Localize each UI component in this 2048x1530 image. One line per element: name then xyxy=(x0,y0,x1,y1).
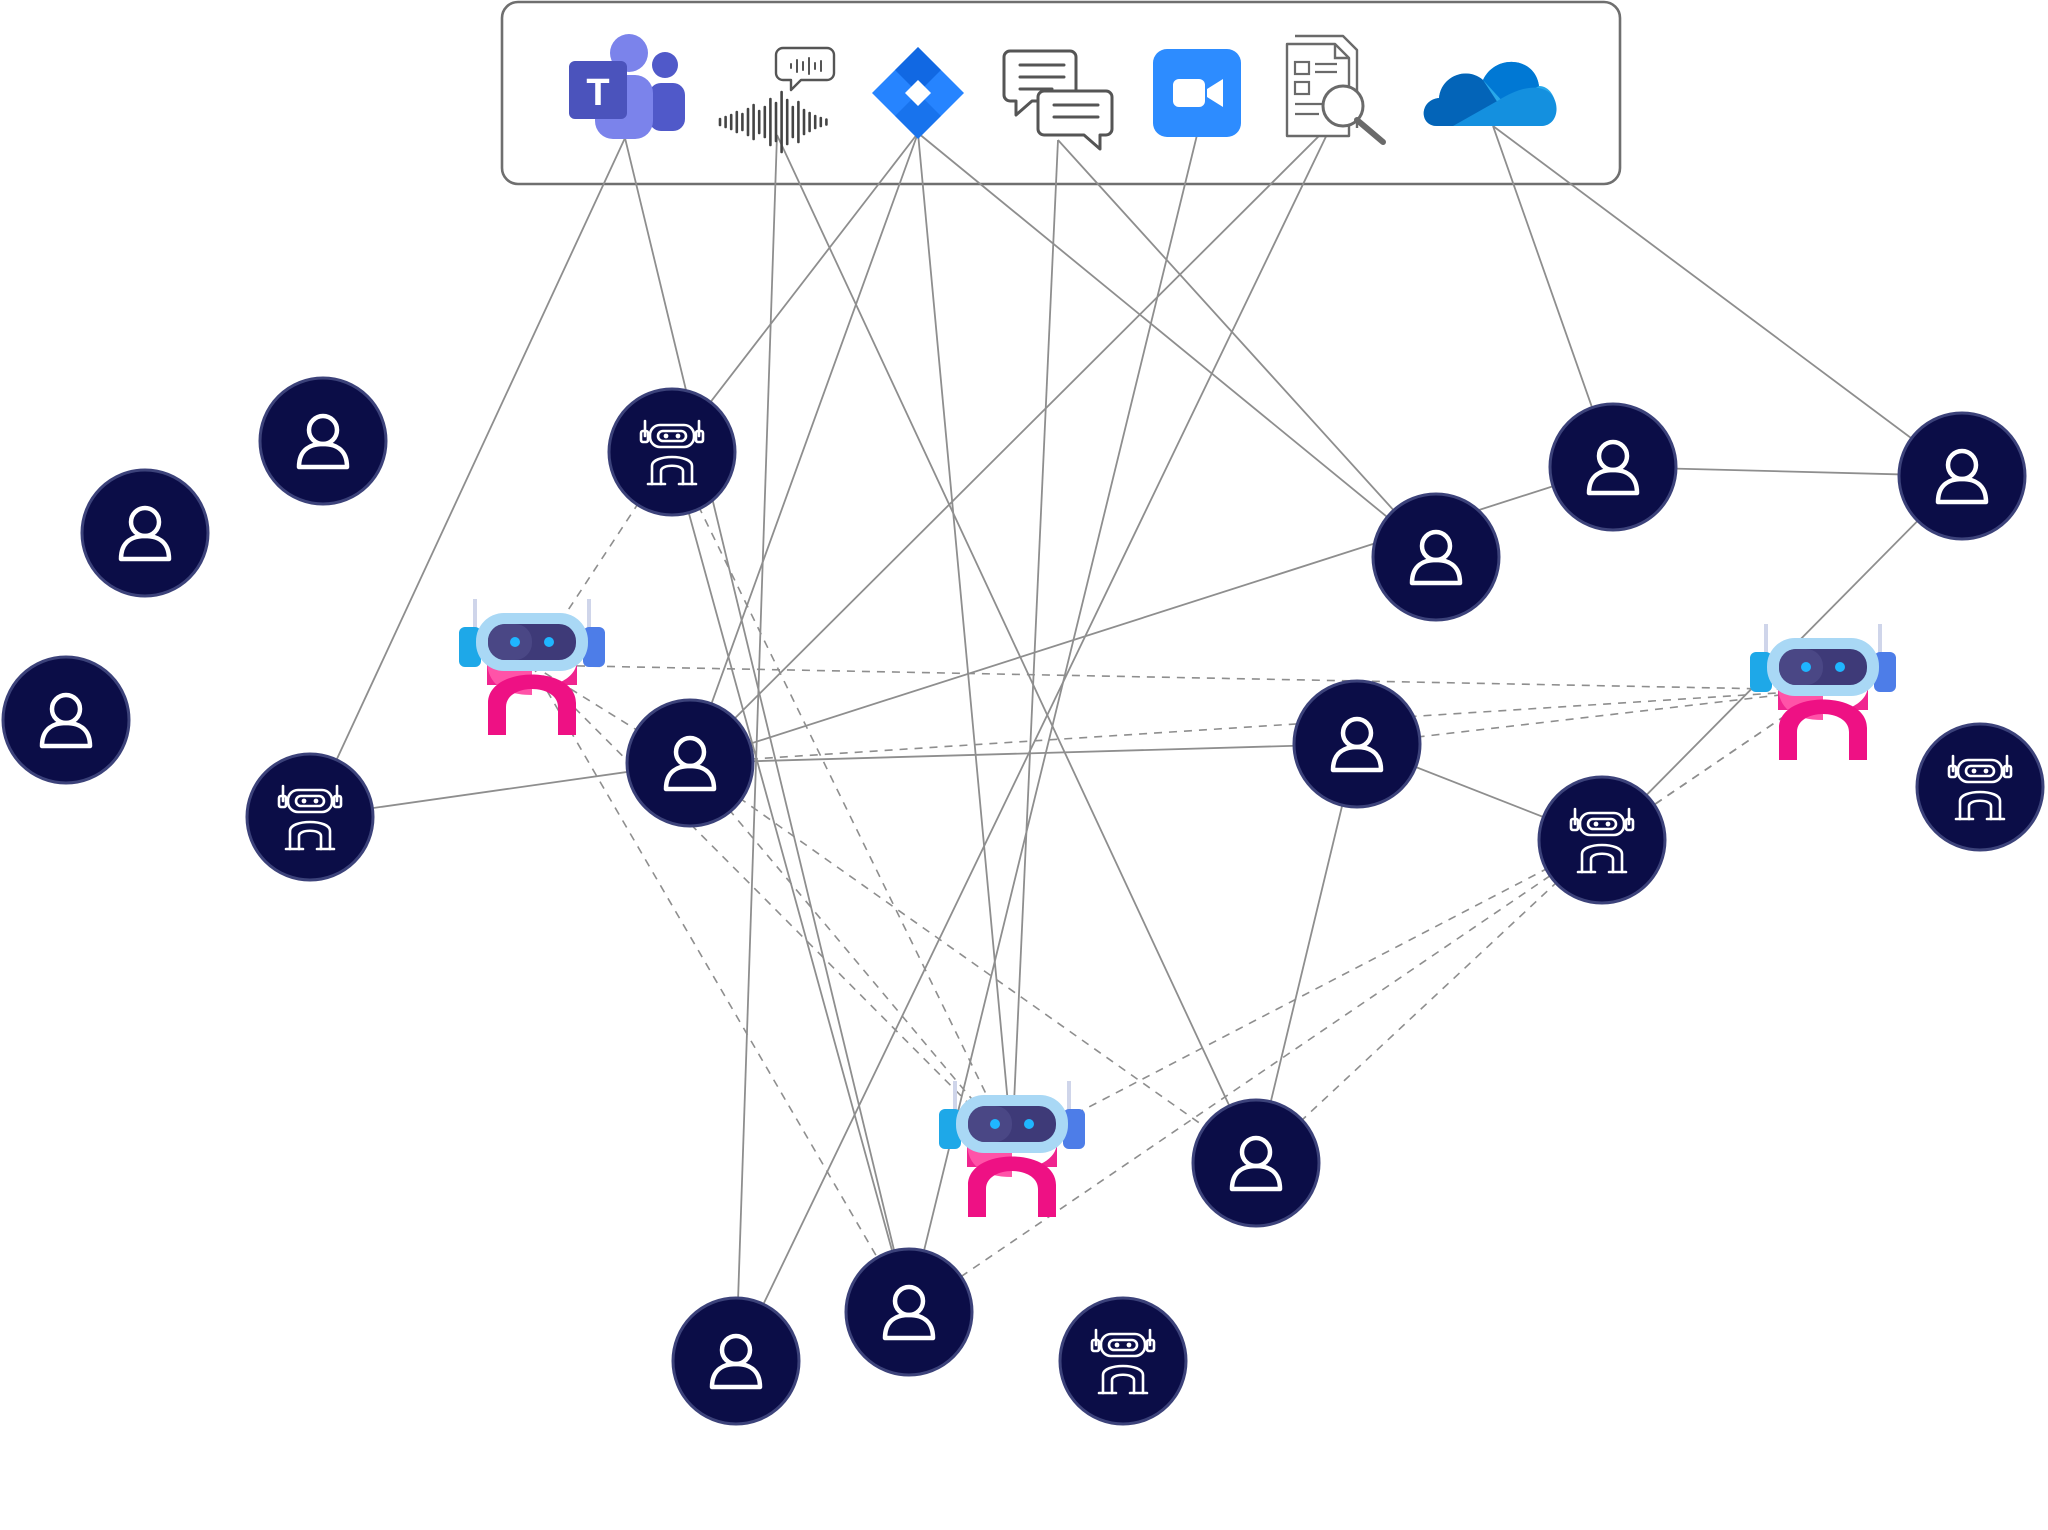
agent-link-u4-u12 xyxy=(689,762,1257,1164)
bot-node-b2[interactable] xyxy=(245,752,375,882)
agent-link-u8-a2 xyxy=(1356,689,1824,745)
chat-messages-icon[interactable] xyxy=(1002,49,1114,151)
user-node-u10[interactable] xyxy=(671,1296,801,1426)
user-node-u4[interactable] xyxy=(625,698,755,828)
user-node-u1[interactable] xyxy=(258,376,388,506)
user-node-u2[interactable] xyxy=(80,468,210,598)
node-disc xyxy=(625,698,755,828)
agent-link-b4-a3 xyxy=(1011,839,1603,1148)
bot-node-b3[interactable] xyxy=(1915,722,2045,852)
node-disc xyxy=(245,752,375,882)
node-disc xyxy=(671,1296,801,1426)
connection-docsearch-u10 xyxy=(735,121,1334,1362)
waveform-bars xyxy=(718,90,828,154)
agent-link-u4-a2 xyxy=(689,689,1824,764)
node-disc xyxy=(258,376,388,506)
user-node-u8[interactable] xyxy=(1292,679,1422,809)
microsoft-teams-icon[interactable]: T xyxy=(569,34,685,139)
ai-agent-icon-a2[interactable] xyxy=(1750,624,1896,760)
connection-jira-b1 xyxy=(671,132,919,453)
document-search-icon[interactable] xyxy=(1285,34,1386,145)
node-disc xyxy=(1,655,131,785)
connection-docsearch-u4 xyxy=(689,121,1334,764)
zoom-icon[interactable] xyxy=(1153,49,1241,137)
bot-node-b4[interactable] xyxy=(1537,775,1667,905)
user-node-u9[interactable] xyxy=(1191,1098,1321,1228)
connection-u4-u8 xyxy=(689,743,1358,764)
jira-icon[interactable] xyxy=(872,47,964,139)
teams-letter: T xyxy=(586,72,609,114)
solid-connections xyxy=(309,121,1963,1362)
connection-jira-u7 xyxy=(917,132,1437,558)
ai-agents xyxy=(459,599,1896,1217)
node-disc xyxy=(1371,492,1501,622)
connection-voice-u9 xyxy=(776,134,1257,1164)
node-disc xyxy=(1058,1296,1188,1426)
ai-agent-icon-a1[interactable] xyxy=(459,599,605,735)
connection-onedrive-u6 xyxy=(1492,125,1963,477)
node-disc xyxy=(1548,402,1678,532)
connection-voice-u10 xyxy=(735,134,778,1362)
connection-chat-u7 xyxy=(1057,139,1437,558)
connection-teams-u11 xyxy=(624,137,910,1313)
onedrive-icon[interactable] xyxy=(1423,61,1557,126)
connection-teams-b2 xyxy=(309,137,626,818)
user-node-u11[interactable] xyxy=(844,1247,974,1377)
voice-transcript-icon[interactable] xyxy=(718,46,836,154)
agent-link-a1-a2 xyxy=(531,664,1824,691)
agent-link-a1-u11 xyxy=(531,664,910,1313)
user-node-u3[interactable] xyxy=(1,655,131,785)
node-disc xyxy=(607,387,737,517)
integration-icons: T xyxy=(569,34,1557,154)
agent-link-b4-u12 xyxy=(1255,839,1603,1164)
node-disc xyxy=(844,1247,974,1377)
connection-jira-a3 xyxy=(917,132,1013,1148)
user-node-u7[interactable] xyxy=(1371,492,1501,622)
node-disc xyxy=(1292,679,1422,809)
agent-link-a2-u11 xyxy=(908,689,1824,1313)
user-node-u6[interactable] xyxy=(1897,411,2027,541)
network-nodes xyxy=(1,376,2045,1426)
node-disc xyxy=(80,468,210,598)
connection-b1-u11 xyxy=(671,451,910,1313)
node-disc xyxy=(1915,722,2045,852)
node-disc xyxy=(1897,411,2027,541)
connection-u8-u9 xyxy=(1255,743,1358,1164)
node-disc xyxy=(1191,1098,1321,1228)
node-disc xyxy=(1537,775,1667,905)
bot-node-b5[interactable] xyxy=(1058,1296,1188,1426)
connection-chat-a3 xyxy=(1011,139,1059,1148)
user-node-u5[interactable] xyxy=(1548,402,1678,532)
bot-node-b1[interactable] xyxy=(607,387,737,517)
